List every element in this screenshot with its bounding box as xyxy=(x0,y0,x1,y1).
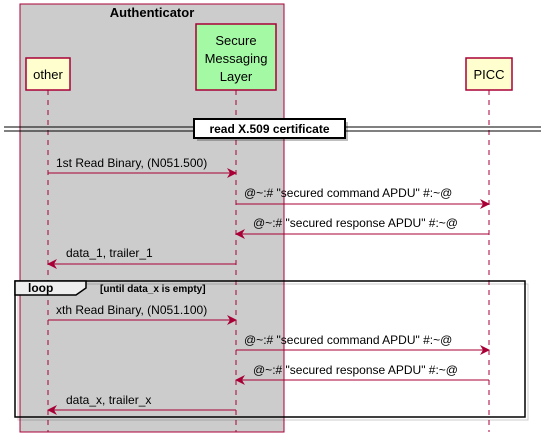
message-2-label: @~:# "secured command APDU" #:~@ xyxy=(244,186,452,200)
authenticator-box-title: Authenticator xyxy=(110,5,195,20)
participant-secure-messaging-layer: Secure Messaging Layer xyxy=(195,23,277,91)
participant-sml-label-line1: Secure xyxy=(215,33,256,48)
message-2: @~:# "secured command APDU" #:~@ xyxy=(236,186,490,209)
participant-picc-label: PICC xyxy=(473,67,504,82)
participant-other: other xyxy=(25,57,71,91)
loop-message-1: xth Read Binary, (N051.100) xyxy=(48,303,237,325)
loop-message-2-label: @~:# "secured command APDU" #:~@ xyxy=(244,333,452,347)
loop-message-3-label: @~:# "secured response APDU" #:~@ xyxy=(253,363,458,377)
loop-frame: loop [until data_x is empty] xyxy=(14,280,529,421)
loop-message-2: @~:# "secured command APDU" #:~@ xyxy=(236,333,490,355)
message-4-label: data_1, trailer_1 xyxy=(66,246,153,260)
loop-message-4-label: data_x, trailer_x xyxy=(66,393,151,407)
participant-picc: PICC xyxy=(465,57,513,91)
loop-message-4: data_x, trailer_x xyxy=(47,393,236,415)
divider-label: read X.509 certificate xyxy=(209,122,329,136)
loop-message-1-label: xth Read Binary, (N051.100) xyxy=(56,303,207,317)
loop-message-3: @~:# "secured response APDU" #:~@ xyxy=(235,363,489,385)
participant-sml-label-line3: Layer xyxy=(220,69,253,84)
participant-sml-label-line2: Messaging xyxy=(205,51,268,66)
message-3-label: @~:# "secured response APDU" #:~@ xyxy=(253,216,458,230)
loop-keyword: loop xyxy=(28,281,53,295)
divider: read X.509 certificate xyxy=(4,118,541,141)
message-1: 1st Read Binary, (N051.500) xyxy=(48,156,237,178)
message-1-label: 1st Read Binary, (N051.500) xyxy=(56,156,207,170)
message-4: data_1, trailer_1 xyxy=(47,246,236,269)
participant-other-label: other xyxy=(33,67,63,82)
loop-condition: [until data_x is empty] xyxy=(100,284,206,295)
message-3: @~:# "secured response APDU" #:~@ xyxy=(235,216,489,239)
